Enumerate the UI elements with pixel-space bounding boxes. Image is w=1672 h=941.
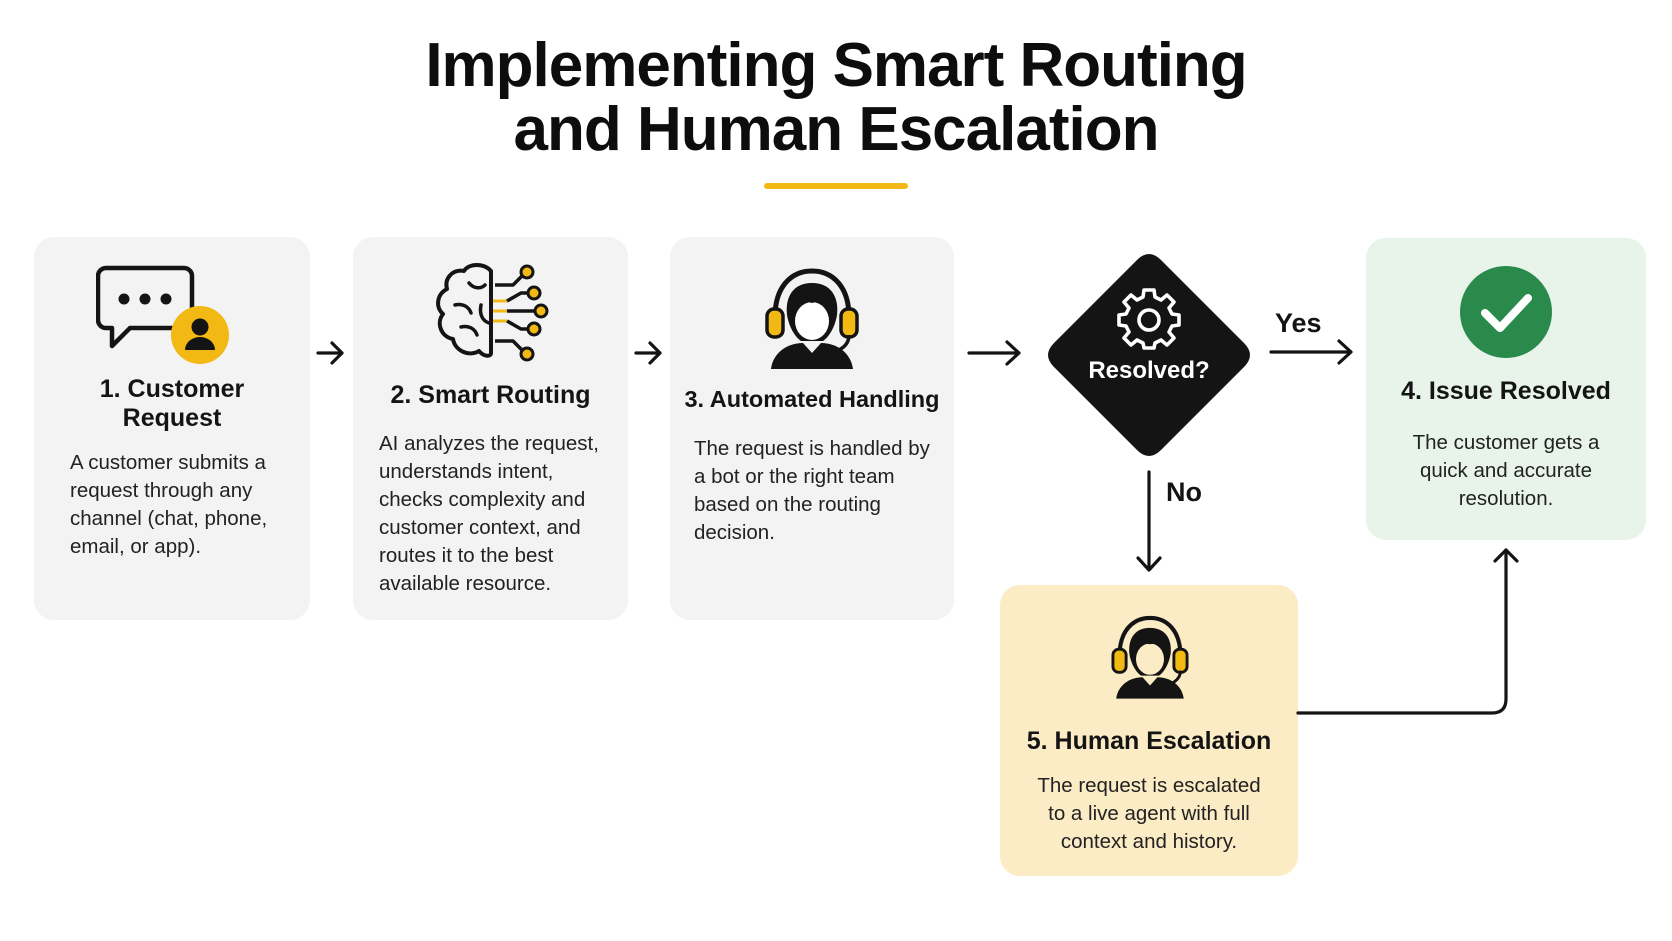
arrow-right-icon (967, 340, 1021, 366)
arrow-right-icon (316, 341, 344, 365)
step-description: AI analyzes the request, understands int… (379, 432, 599, 595)
title-line-1: Implementing Smart Routing (425, 31, 1247, 100)
arrow-right-icon (634, 341, 662, 365)
title-line-2: and Human Escalation (513, 95, 1160, 164)
step-description: The request is handled by a bot or the r… (694, 437, 930, 544)
return-arrow-icon (1296, 548, 1519, 715)
step-card-human-escalation: 5. Human Escalation The request is escal… (1000, 585, 1298, 876)
arrow-down-icon (1136, 470, 1162, 572)
step-title: 5. Human Escalation (1026, 727, 1272, 755)
step-card-issue-resolved: 4. Issue Resolved The customer gets a qu… (1366, 238, 1646, 540)
step-title: 1. Customer Request (34, 375, 310, 433)
step-card-smart-routing: 2. Smart Routing AI analyzes the request… (353, 237, 628, 620)
arrow-right-icon (1269, 339, 1353, 365)
step-title-line-1: 1. Customer (99, 375, 245, 403)
chat-bubble-user-icon (96, 264, 234, 364)
ai-brain-circuit-icon (429, 261, 553, 365)
step-card-automated-handling: 3. Automated Handling The request is han… (670, 237, 954, 620)
agent-headset-icon (761, 263, 863, 369)
step-description: A customer submits a request through any… (70, 451, 268, 558)
decision-label: Resolved? (1088, 357, 1210, 384)
step-description: The request is escalated to a live agent… (1037, 774, 1261, 853)
gear-icon (1117, 288, 1181, 352)
decision-node: Resolved? (1044, 250, 1254, 460)
title-underline (764, 183, 908, 189)
agent-headset-icon (1108, 609, 1192, 701)
step-title: 3. Automated Handling (684, 386, 940, 412)
step-description: The customer gets a quick and accurate r… (1412, 431, 1600, 510)
step-title-line-2: Request (122, 404, 222, 432)
yes-label: Yes (1275, 308, 1322, 338)
step-card-customer-request: 1. Customer Request A customer submits a… (34, 237, 310, 620)
step-title: 2. Smart Routing (390, 381, 591, 409)
checkmark-circle-icon (1459, 265, 1553, 359)
step-title: 4. Issue Resolved (1401, 377, 1611, 405)
no-label: No (1166, 477, 1202, 507)
page-title: Implementing Smart Routing and Human Esc… (0, 34, 1672, 162)
